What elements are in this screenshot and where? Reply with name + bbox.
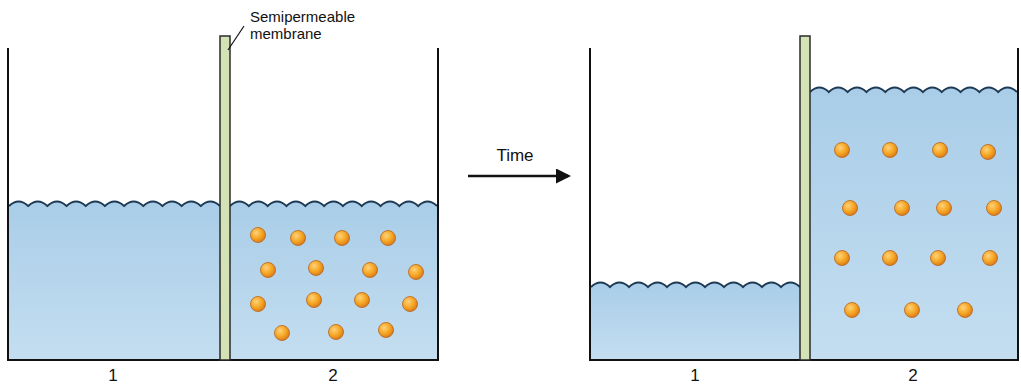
solute-particle [843,201,858,216]
solute-particle [409,265,424,280]
solute-particle [987,201,1002,216]
solute-particle [379,323,394,338]
water-body [9,202,220,361]
solute-particle [381,231,396,246]
solute-particle [883,143,898,158]
solute-particle [403,297,418,312]
water-body [591,283,800,361]
solute-particle [883,251,898,266]
solute-particle [933,143,948,158]
solute-particle [835,251,850,266]
water-body [230,202,437,361]
containers [8,48,1018,360]
solute-particle [261,263,276,278]
solute-particle [835,143,850,158]
solute-particle [958,303,973,318]
solute-particle [251,228,266,243]
solute-particle [895,201,910,216]
semipermeable-membrane [800,36,810,360]
semipermeable-membrane [220,36,230,360]
solute-particle [363,263,378,278]
water-surface [591,283,800,288]
solute-particle [981,145,996,160]
solute-particle [275,326,290,341]
solute-particle [931,251,946,266]
time-label: Time [470,146,560,166]
leader-line [228,26,244,50]
solute-particle [309,261,324,276]
solute-particle [329,325,344,340]
solute-particle [905,303,920,318]
water-surface [9,202,220,207]
water-surface [230,202,437,207]
time-arrow [468,175,568,178]
compartment-number: 1 [680,366,710,386]
solute-particle [937,201,952,216]
membranes [220,36,810,360]
solute-particle [335,231,350,246]
solute-particle [355,293,370,308]
compartment-number: 1 [98,366,128,386]
solute-particle [307,293,322,308]
compartment-number: 2 [318,366,348,386]
water-body [810,88,1017,361]
solute-particles [251,143,1002,341]
water [9,88,1017,361]
water-surface [810,88,1017,93]
compartment-number: 2 [898,366,928,386]
solute-particle [983,251,998,266]
solute-particle [845,303,860,318]
solute-particle [251,297,266,312]
solute-particle [291,231,306,246]
membrane-label: Semipermeable membrane [250,8,380,43]
